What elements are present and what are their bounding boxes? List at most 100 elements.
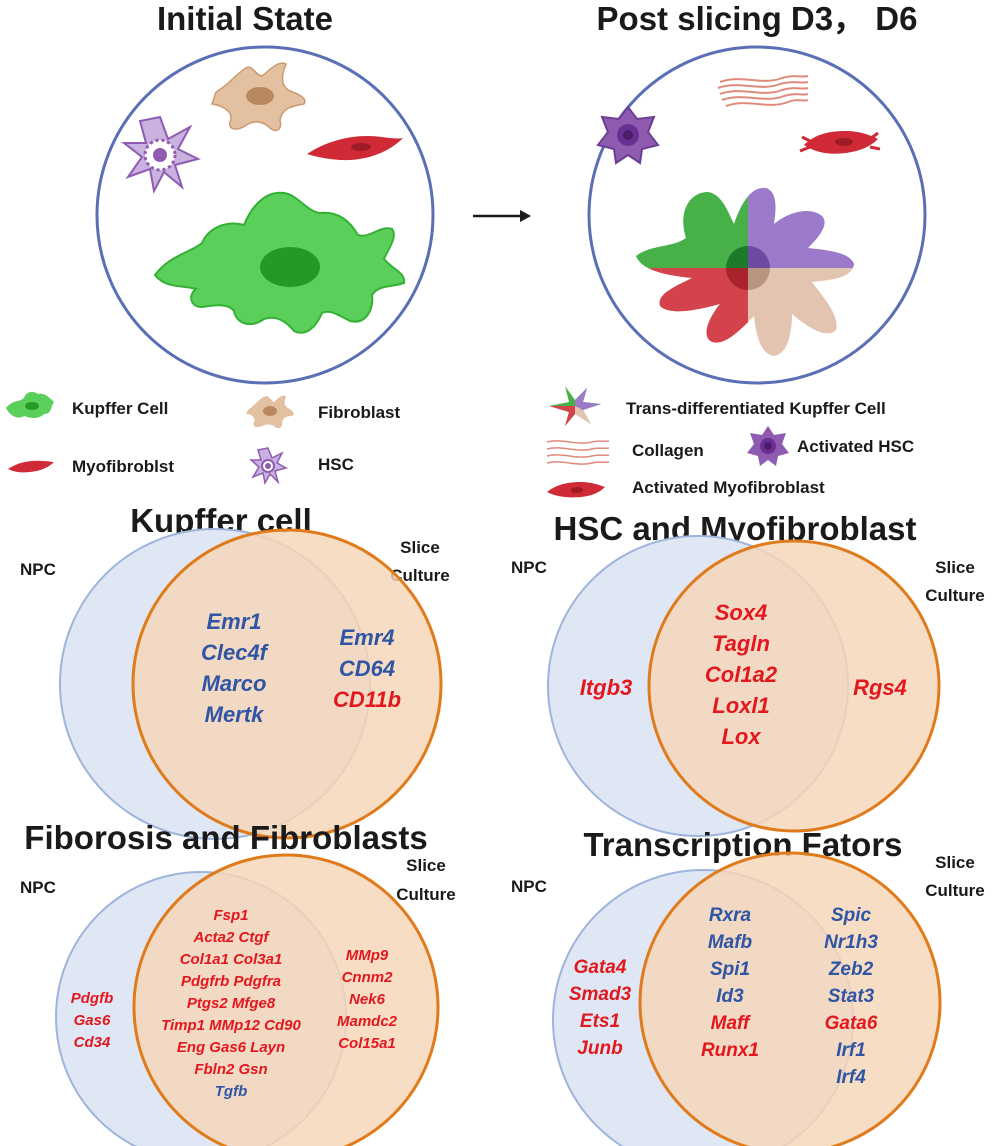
gene-label: Nr1h3 (824, 932, 878, 953)
venn-kupffer-culture-label: Culture (390, 566, 450, 585)
gene-label: Itgb3 (580, 675, 633, 700)
venn-hsc: HSC and Myofibroblast NPC Slice Culture … (511, 510, 985, 837)
activated-hsc-icon (596, 105, 660, 165)
legend-kupffer-label: Kupffer Cell (72, 399, 168, 418)
venn-hsc-slice-label: Slice (935, 558, 975, 577)
activated-myofibroblast-icon (799, 131, 881, 154)
hsc-icon (121, 115, 201, 195)
gene-label: Emr1 (206, 609, 261, 634)
legend-left: Kupffer Cell Myofibroblst Fibroblast HSC (6, 391, 401, 486)
legend-collagen-icon (546, 440, 610, 465)
venn-hsc-npc-label: NPC (511, 558, 547, 577)
venn-kupffer-npc-label: NPC (20, 560, 56, 579)
legend-myofibroblast-label: Myofibroblst (72, 457, 174, 476)
gene-label: Pdgfb (71, 990, 114, 1007)
legend-kupffer-icon (6, 391, 54, 418)
venn-tf-slice-label: Slice (935, 853, 975, 872)
right-arrow-icon (473, 210, 531, 222)
gene-label: Rgs4 (853, 675, 907, 700)
venn-fibrosis: Fiborosis and Fibroblasts NPC Slice Cult… (20, 819, 456, 1146)
gene-label: Col1a1 Col3a1 (180, 951, 283, 968)
trans-differentiated-kupffer-cell-icon (636, 187, 854, 356)
gene-label: Rxra (709, 905, 752, 926)
gene-label: Tagln (712, 631, 770, 656)
gene-label: Marco (202, 671, 267, 696)
myofibroblast-icon (307, 136, 403, 161)
gene-label: Spic (831, 905, 872, 926)
gene-label: Cnnm2 (342, 969, 393, 986)
venn-hsc-culture-label: Culture (925, 586, 985, 605)
gene-label: Zeb2 (828, 959, 874, 980)
gene-label: Eng Gas6 Layn (177, 1039, 285, 1056)
kupffer-cell-icon (153, 191, 406, 334)
legend-fibroblast-icon (246, 395, 294, 429)
gene-label: Col1a2 (705, 662, 778, 687)
gene-label: Runx1 (701, 1040, 759, 1061)
venn-fibrosis-npc-label: NPC (20, 878, 56, 897)
gene-label: Irf4 (836, 1067, 866, 1088)
gene-label: Ets1 (580, 1011, 620, 1032)
venn-hsc-left-genes: Itgb3 (580, 675, 633, 700)
gene-label: Pdgfrb Pdgfra (181, 973, 281, 990)
gene-label: Junb (577, 1038, 623, 1059)
post-slicing-panel (587, 45, 927, 385)
venn-kupffer-slice-label: Slice (400, 538, 440, 557)
gene-label: Mafb (708, 932, 753, 953)
initial-state-panel (95, 45, 435, 385)
gene-label: Timp1 MMp12 Cd90 (161, 1017, 301, 1034)
gene-label: Acta2 Ctgf (192, 929, 270, 946)
fibroblast-icon (211, 62, 306, 132)
gene-label: Smad3 (569, 984, 632, 1005)
legend-right: Trans-differentiated Kupffer Cell Collag… (546, 386, 914, 498)
venn-tf-culture-label: Culture (925, 881, 985, 900)
venn-fibrosis-title: Fiborosis and Fibroblasts (24, 819, 427, 856)
legend-trans-kupffer-icon (549, 386, 601, 426)
gene-label: Gas6 (74, 1012, 111, 1029)
legend-activated-hsc-label: Activated HSC (797, 437, 914, 456)
initial-state-title: Initial State (157, 0, 333, 37)
venn-kupffer: Kupffer cell NPC Slice Culture Emr1Clec4… (20, 502, 450, 840)
gene-label: Col15a1 (338, 1035, 396, 1052)
gene-label: Spi1 (710, 959, 750, 980)
gene-label: CD11b (333, 687, 401, 712)
gene-label: Ptgs2 Mfge8 (187, 995, 276, 1012)
venn-tf-npc-label: NPC (511, 877, 547, 896)
legend-myofibroblast-icon (8, 460, 54, 473)
gene-label: Stat3 (828, 986, 875, 1007)
gene-label: Emr4 (339, 625, 394, 650)
gene-label: Nek6 (349, 991, 386, 1008)
gene-label: Gata6 (825, 1013, 878, 1034)
legend-activated-hsc-icon (747, 426, 789, 466)
venn-kupffer-slice-circle (131, 528, 443, 840)
gene-label: Fbln2 Gsn (194, 1061, 267, 1078)
venn-fibrosis-slice-label: Slice (406, 856, 446, 875)
post-slicing-title: Post slicing D3， D6 (597, 0, 918, 37)
gene-label: MMp9 (346, 947, 389, 964)
collagen-icon (717, 75, 809, 107)
venn-fibrosis-slice-circle (132, 853, 440, 1146)
gene-label: Fsp1 (213, 907, 248, 924)
gene-label: Clec4f (201, 640, 270, 665)
gene-label: CD64 (339, 656, 395, 681)
legend-trans-kupffer-label: Trans-differentiated Kupffer Cell (626, 399, 886, 418)
gene-label: Gata4 (574, 957, 627, 978)
gene-label: Mamdc2 (337, 1013, 398, 1030)
legend-collagen-label: Collagen (632, 441, 704, 460)
gene-label: Loxl1 (712, 693, 769, 718)
legend-fibroblast-label: Fibroblast (318, 403, 401, 422)
legend-hsc-label: HSC (318, 455, 354, 474)
venn-tf: Transcription Fators NPC Slice Culture G… (511, 826, 985, 1146)
gene-label: Cd34 (74, 1034, 111, 1051)
gene-label: Lox (721, 724, 761, 749)
venn-hsc-slice-circle (647, 539, 941, 833)
